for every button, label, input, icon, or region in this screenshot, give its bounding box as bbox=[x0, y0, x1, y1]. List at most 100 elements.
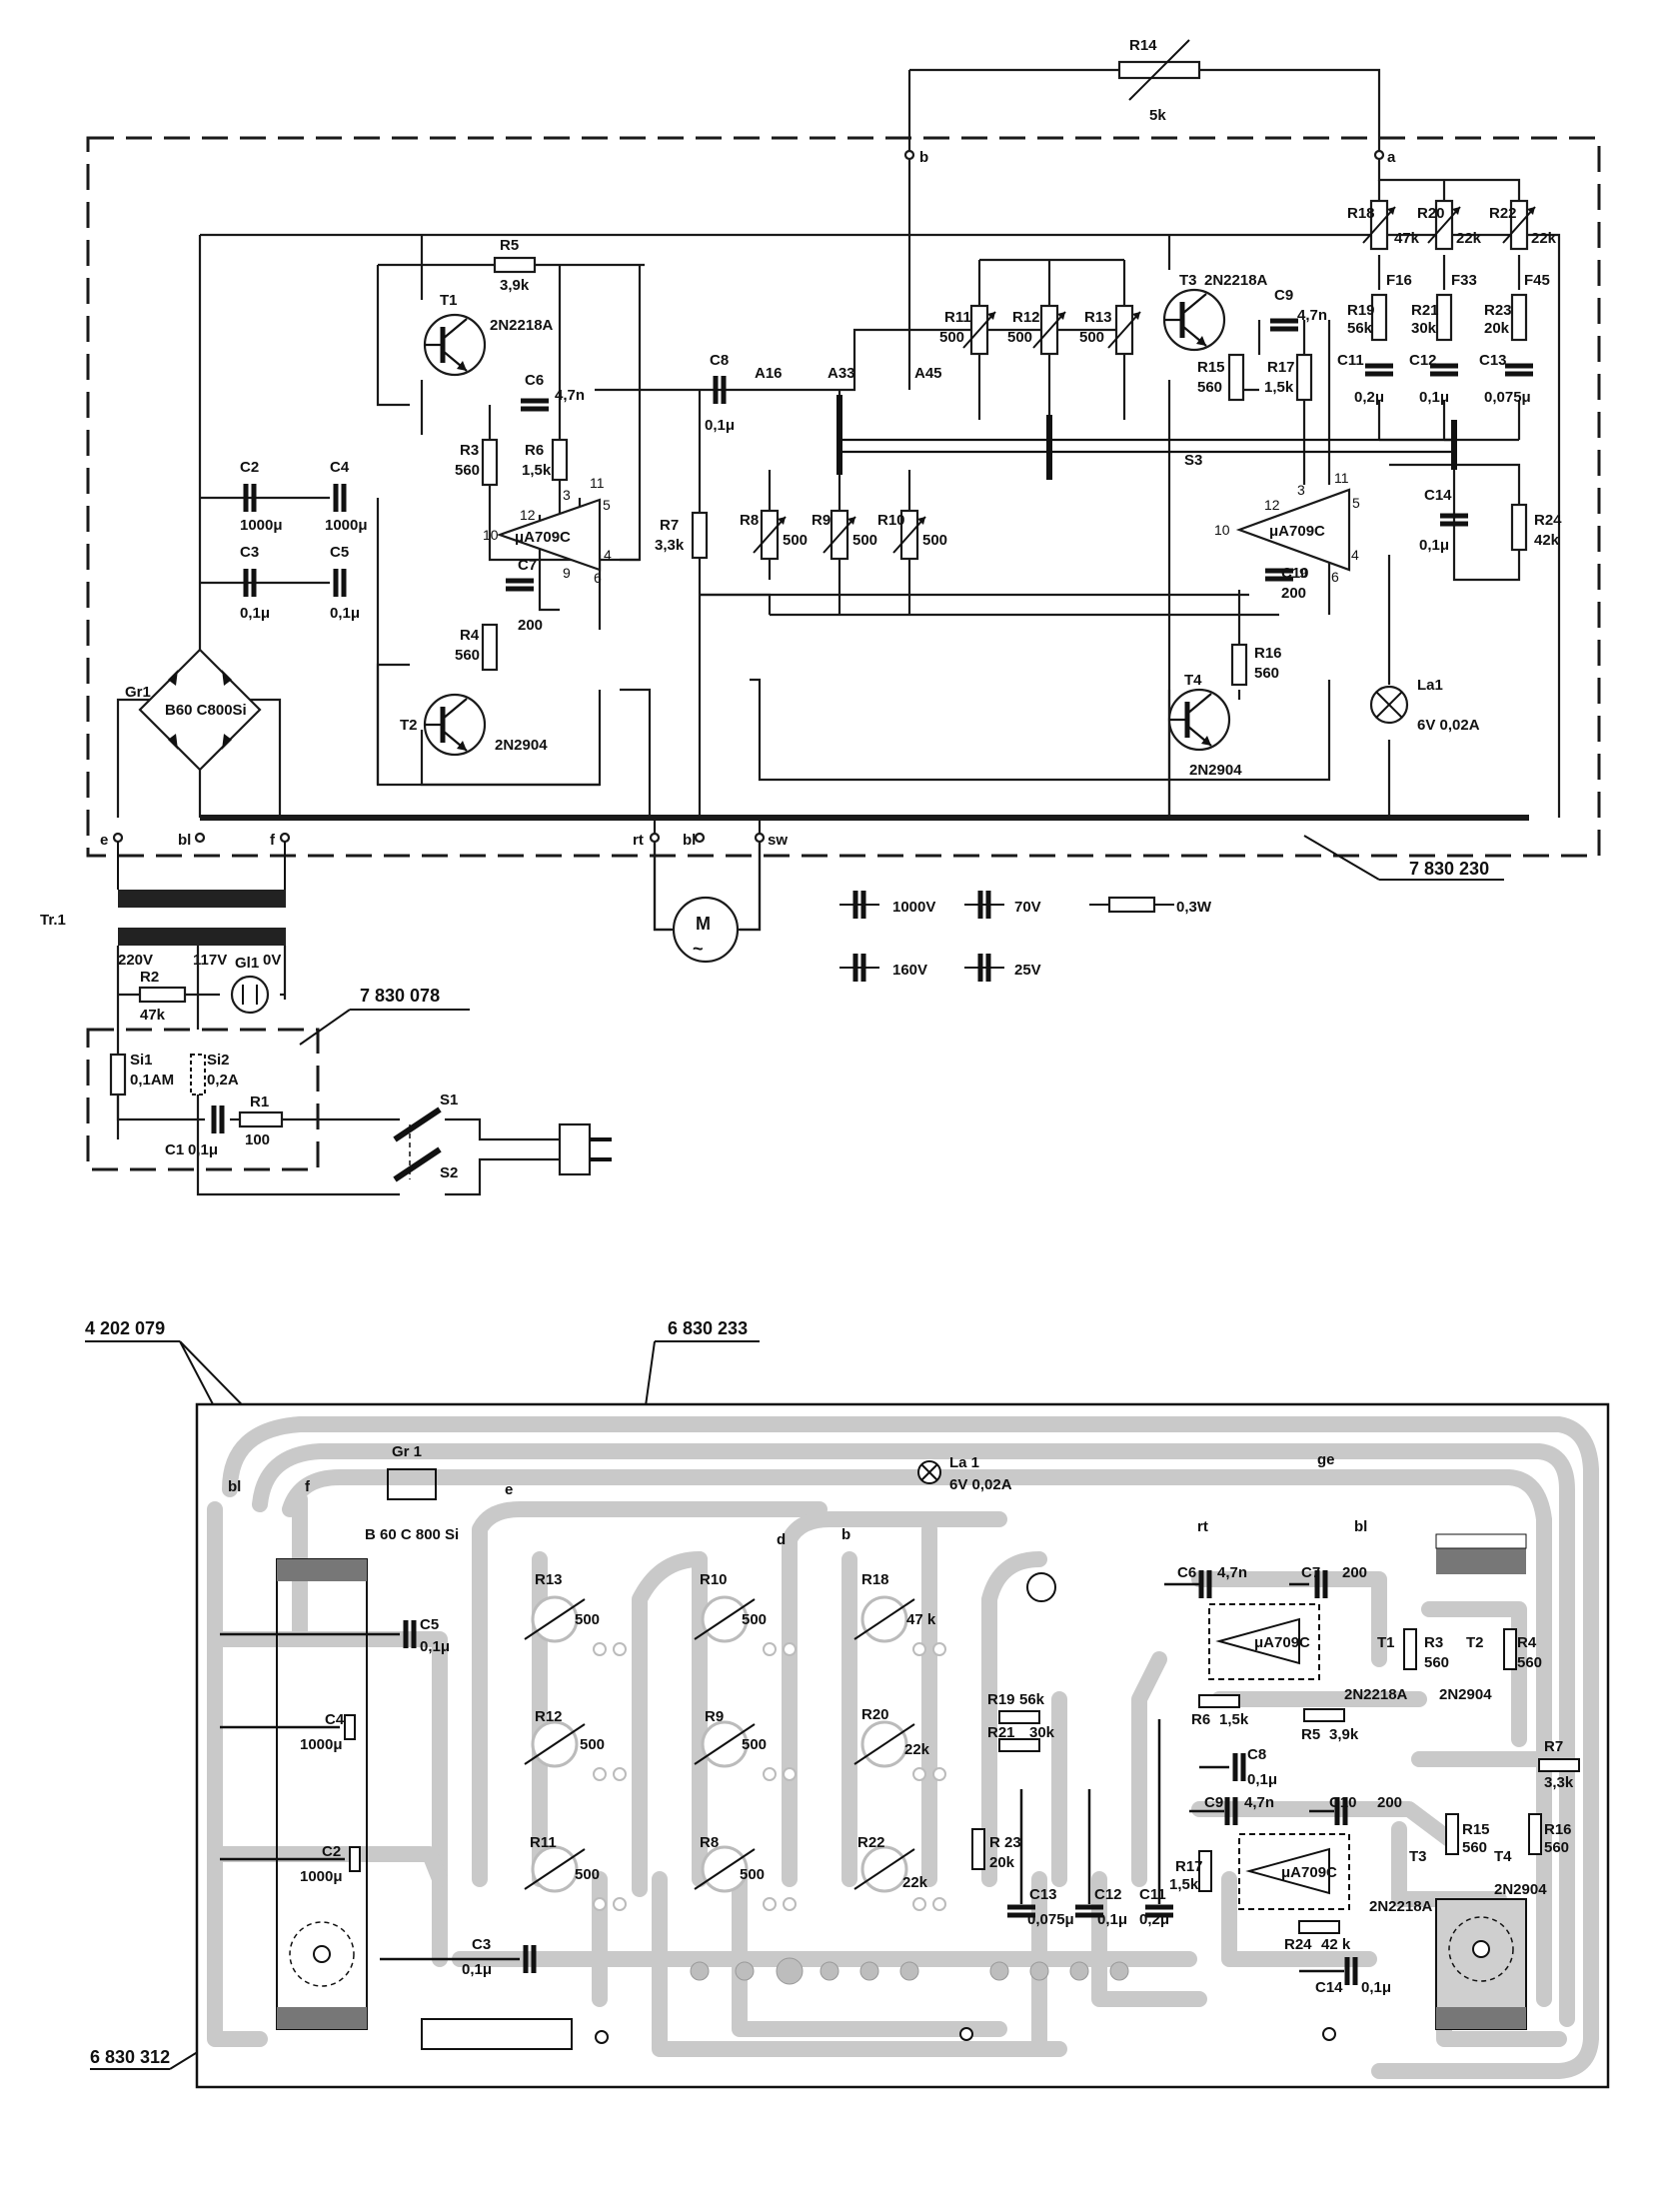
transformer: Tr.1 220V 117V 0V bbox=[40, 842, 286, 969]
component-label: 0,1μ bbox=[1247, 1771, 1277, 1788]
component-label: 2N2904 bbox=[1189, 762, 1242, 779]
component-label: Gr 1 bbox=[392, 1443, 422, 1460]
component-label: R16 bbox=[1254, 645, 1282, 662]
component-label: 4 bbox=[1351, 547, 1359, 563]
component-label: C4 bbox=[325, 1711, 345, 1728]
component-label: F16 bbox=[1386, 272, 1412, 289]
component-label: 12 bbox=[1264, 497, 1280, 513]
component-label: Si1 bbox=[130, 1052, 153, 1069]
component-label: 500 bbox=[922, 532, 947, 549]
component-label: 56k bbox=[1347, 320, 1373, 337]
component-label: T3 bbox=[1409, 1848, 1427, 1865]
component-label: R12 bbox=[1012, 309, 1040, 326]
component-label: C13 bbox=[1029, 1886, 1057, 1903]
frequency-labels: F16 F33 F45 bbox=[1386, 272, 1550, 289]
component-label: rt bbox=[633, 832, 644, 849]
component-label: 0,1AM bbox=[130, 1072, 174, 1089]
component-label: 20k bbox=[1484, 320, 1510, 337]
component-label: 220V bbox=[118, 952, 153, 969]
component-label: C9 bbox=[1204, 1794, 1223, 1811]
component-label: 1000V bbox=[892, 899, 935, 916]
component-label: 560 bbox=[1462, 1839, 1487, 1856]
board-number: 7 830 230 bbox=[1409, 859, 1489, 879]
component-label: 0,1μ bbox=[240, 605, 270, 622]
component-label: 1,5k bbox=[522, 462, 552, 479]
capacitor-c12: C12 0,1μ bbox=[1409, 352, 1458, 406]
component-label: R9 bbox=[705, 1708, 724, 1725]
component-label: C14 bbox=[1424, 487, 1452, 504]
component-label: R21 bbox=[1411, 302, 1439, 319]
supply-module: 7 830 078 R2 47k Gl1 Si1 0,1AM Si2 0,2A … bbox=[86, 946, 470, 1196]
terminal-a: a bbox=[1373, 149, 1396, 166]
component-label: bl bbox=[228, 1478, 241, 1495]
capacitor-c10: C10 200 bbox=[1265, 565, 1309, 602]
component-label: 4,7n bbox=[1244, 1794, 1274, 1811]
capacitor-c4: C4 1000μ bbox=[325, 459, 368, 534]
component-label: 4 202 079 bbox=[85, 1318, 165, 1338]
component-label: La 1 bbox=[949, 1454, 979, 1471]
component-label: 500 bbox=[742, 1736, 767, 1753]
bottom-terminals: e bl f rt bl sw bbox=[100, 832, 788, 849]
rectifier-type: B60 C800Si bbox=[165, 702, 247, 719]
trimmer-r8: R8 500 bbox=[740, 509, 808, 561]
component-label: R2 bbox=[140, 969, 159, 986]
capacitor-c13: C13 0,075μ bbox=[1479, 352, 1533, 406]
component-label: S2 bbox=[440, 1164, 458, 1181]
component-label: bl bbox=[178, 832, 191, 849]
trimmer-r11: R11 500 bbox=[939, 304, 997, 356]
component-label: C12 bbox=[1094, 1886, 1122, 1903]
component-label: 0,1μ bbox=[1361, 1979, 1391, 1996]
component-label: 560 bbox=[455, 647, 480, 664]
component-label: 10 bbox=[483, 527, 499, 543]
component-label: 3,3k bbox=[1544, 1774, 1574, 1791]
component-label: 0,1μ bbox=[1097, 1911, 1127, 1928]
component-label: 500 bbox=[1007, 329, 1032, 346]
component-label: A45 bbox=[914, 365, 942, 382]
component-label: R6 bbox=[1191, 1711, 1210, 1728]
component-label: 160V bbox=[892, 962, 927, 979]
component-label: 200 bbox=[1281, 585, 1306, 602]
switch-s3: S3 bbox=[1184, 452, 1202, 469]
component-label: 0,2A bbox=[207, 1072, 239, 1089]
switch-taps: A16 A33 A45 S3 bbox=[755, 365, 1457, 480]
component-label: C1 bbox=[165, 1141, 184, 1158]
component-label: 6V 0,02A bbox=[949, 1476, 1012, 1493]
component-label: 500 bbox=[783, 532, 808, 549]
component-label: 11 bbox=[1334, 470, 1349, 486]
component-label: C8 bbox=[710, 352, 729, 369]
transistor-t1: T1 2N2218A bbox=[425, 292, 554, 375]
component-label: C14 bbox=[1315, 1979, 1343, 1996]
component-label: 200 bbox=[1342, 1564, 1367, 1581]
component-label: Gl1 bbox=[235, 955, 259, 972]
component-label: 47k bbox=[140, 1007, 166, 1024]
component-label: C8 bbox=[1247, 1746, 1266, 1763]
component-label: R18 bbox=[861, 1571, 889, 1588]
transistor-t3: T3 2N2218A bbox=[1164, 272, 1268, 350]
component-label: 4 bbox=[604, 547, 612, 563]
resistor-r4: R4 560 bbox=[455, 623, 499, 672]
component-label: 3,3k bbox=[655, 537, 685, 554]
component-label: 22k bbox=[1456, 230, 1482, 247]
component-label: 4,7n bbox=[1297, 307, 1327, 324]
component-label: R4 bbox=[1517, 1634, 1537, 1651]
component-label: ~ bbox=[693, 939, 704, 959]
component-label: C3 bbox=[472, 1936, 491, 1953]
component-label: 5 bbox=[603, 497, 611, 513]
component-label: rt bbox=[1197, 1518, 1208, 1535]
component-label: 6V 0,02A bbox=[1417, 717, 1480, 734]
component-label: T1 bbox=[440, 292, 458, 309]
component-label: 12 bbox=[520, 507, 536, 523]
component-label: C6 bbox=[525, 372, 544, 389]
component-label: 42 k bbox=[1321, 1936, 1351, 1953]
component-label: R24 bbox=[1284, 1936, 1312, 1953]
component-label: 5 bbox=[1352, 495, 1360, 511]
component-label: bl bbox=[683, 832, 696, 849]
component-label: 0,1μ bbox=[705, 417, 735, 434]
component-label: R7 bbox=[660, 517, 679, 534]
component-label: 1000μ bbox=[300, 1736, 343, 1753]
component-label: 2N2218A bbox=[490, 317, 554, 334]
